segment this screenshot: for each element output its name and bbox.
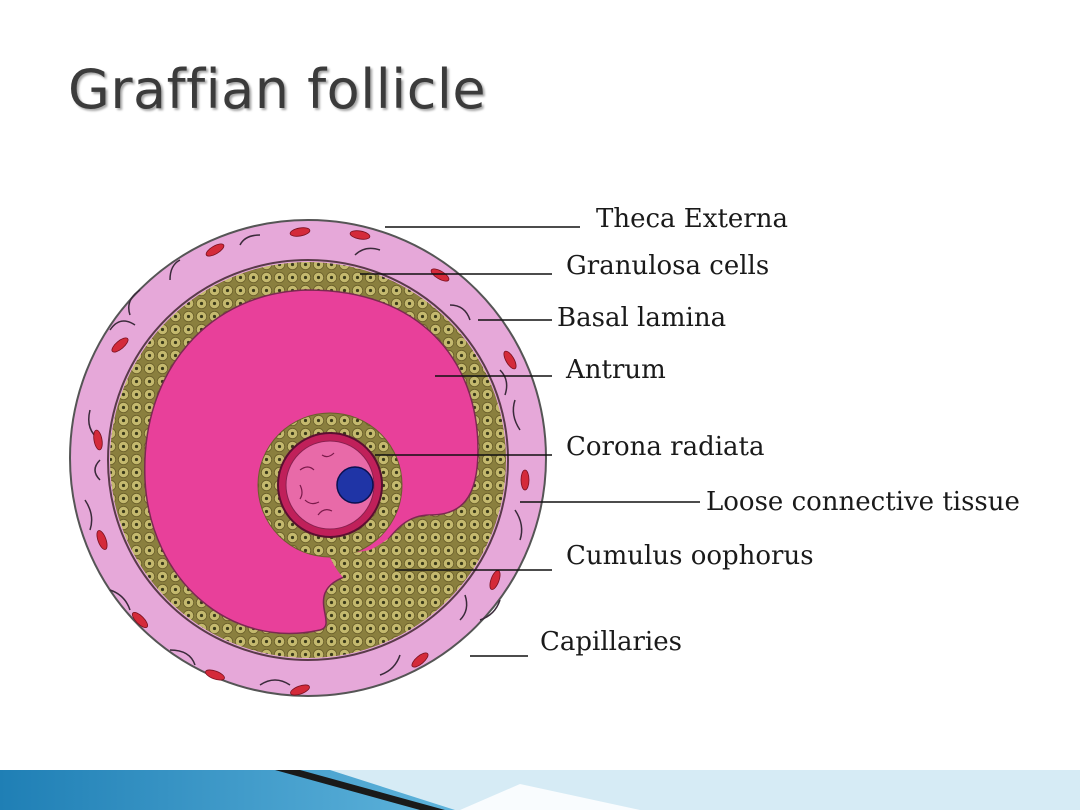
footer-band	[0, 770, 1080, 810]
leader-lines	[360, 226, 700, 657]
graafian-follicle-diagram: Theca Externa Granulosa cells Basal lami…	[69, 204, 1020, 697]
slide-title: Graffian follicle	[68, 58, 487, 121]
label-antrum: Antrum	[565, 355, 666, 385]
label-basal-lamina: Basal lamina	[557, 303, 726, 333]
label-theca-externa: Theca Externa	[596, 204, 788, 234]
label-corona-radiata: Corona radiata	[566, 432, 764, 462]
capillary-vessels	[93, 227, 530, 696]
label-loose-connective-tissue: Loose connective tissue	[706, 487, 1020, 517]
basal-lamina	[107, 259, 509, 661]
nucleus	[336, 466, 374, 504]
label-granulosa-cells: Granulosa cells	[566, 251, 769, 281]
cumulus-oophorus	[330, 515, 434, 593]
oocyte-cytoplasm-marks	[299, 452, 335, 516]
oocyte	[285, 440, 375, 530]
capillaries-group	[84, 234, 523, 686]
label-cumulus-oophorus: Cumulus oophorus	[566, 541, 814, 571]
label-capillaries: Capillaries	[540, 627, 682, 657]
